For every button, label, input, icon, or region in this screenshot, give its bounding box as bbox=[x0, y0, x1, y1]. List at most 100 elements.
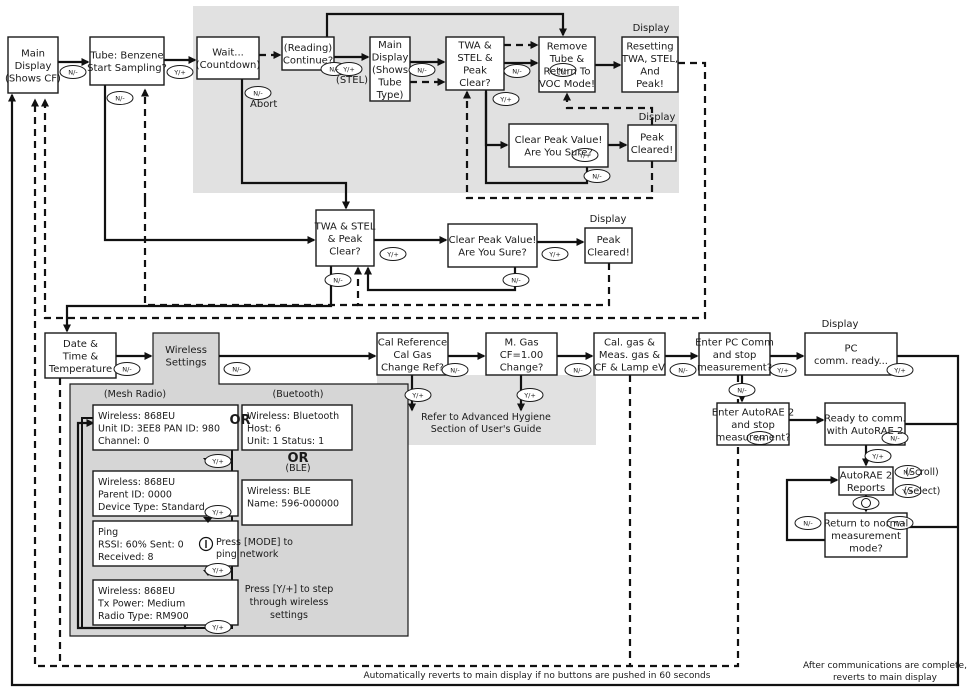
box-tube-benzene-text: Start Sampling? bbox=[87, 63, 167, 74]
box-main-display-tube-text: Display bbox=[372, 52, 409, 63]
no-button-icon bbox=[503, 64, 531, 78]
no-button-icon-label: N/- bbox=[678, 367, 688, 375]
box-cal-gas-meas bbox=[593, 332, 666, 376]
yes-button-icon-label: Y/+ bbox=[776, 367, 789, 375]
box-reading-continue-text: Continue? bbox=[283, 56, 333, 67]
box-main-display-text: (Shows CF) bbox=[5, 73, 61, 84]
arrow-reading-no-to-remove bbox=[325, 12, 567, 37]
wireless-panel-ble-text: Wireless: BLE bbox=[247, 486, 311, 497]
yes-button-icon-label: Y/+ bbox=[342, 66, 355, 74]
box-enter-pc-comm-text: Enter PC Comm bbox=[695, 337, 774, 348]
dashed-connector bbox=[143, 200, 358, 307]
box-main-display-text: Display bbox=[15, 61, 52, 72]
box-wait-countdown-text: (Countdown) bbox=[196, 60, 261, 71]
yes-button-icon bbox=[746, 431, 774, 445]
press-y-note: Press [Y/+] to step bbox=[245, 584, 334, 595]
box-enter-pc-comm bbox=[698, 332, 771, 376]
display-label: Display bbox=[590, 214, 627, 225]
press-y-note: settings bbox=[270, 610, 308, 621]
wireless-panel-bluetooth bbox=[241, 404, 353, 451]
box-pc-comm-ready-text: PC bbox=[844, 344, 857, 355]
yes-button-icon bbox=[492, 92, 520, 106]
yes-button-icon-label: Y/+ bbox=[211, 567, 224, 575]
no-button-icon bbox=[324, 273, 352, 287]
auto-revert-note: Automatically reverts to main display if… bbox=[364, 671, 711, 681]
no-button-icon-label: N/- bbox=[511, 277, 521, 285]
yes-button-icon-label: Y/+ bbox=[211, 509, 224, 517]
wireless-panel-mesh-4 bbox=[92, 579, 239, 626]
box-m-gas bbox=[485, 332, 558, 376]
no-button-icon bbox=[113, 362, 141, 376]
mesh-radio-label: (Mesh Radio) bbox=[104, 389, 166, 400]
or-label: OR bbox=[287, 451, 308, 466]
box-return-normal-text: measurement bbox=[831, 531, 901, 542]
yes-button-icon bbox=[894, 484, 922, 498]
wireless-panel-mesh-3 bbox=[92, 520, 239, 567]
box-return-normal bbox=[824, 512, 908, 558]
box-return-normal-text: mode? bbox=[849, 543, 883, 554]
box-main-display-tube-text: (Shows bbox=[372, 65, 408, 76]
box-date-time bbox=[44, 332, 117, 379]
box-return-normal-text: Return to normal bbox=[824, 518, 909, 529]
yes-button-icon-label: Y/+ bbox=[173, 69, 186, 77]
dashed-connector bbox=[630, 375, 740, 668]
no-button-icon-label: N/- bbox=[115, 95, 125, 103]
box-peak-cleared-mid-text: Peak bbox=[597, 235, 621, 246]
box-twa-stel-peak-clear-top-text: TWA & bbox=[457, 41, 491, 52]
box-twa-stel-peak-clear-top-text: STEL & bbox=[457, 53, 493, 64]
box-wireless-settings-text: Settings bbox=[165, 358, 206, 369]
select-label: (Select) bbox=[904, 486, 941, 497]
yes-button-icon-label: Y/+ bbox=[893, 520, 906, 528]
yes-button-icon-label: Y/+ bbox=[499, 96, 512, 104]
yes-button-icon bbox=[864, 449, 892, 463]
connector bbox=[785, 476, 839, 542]
yes-button-icon-label: Y/+ bbox=[211, 624, 224, 632]
wireless-panel-mesh-4-text: Tx Power: Medium bbox=[97, 599, 185, 610]
refer-note: Refer to Advanced Hygiene bbox=[421, 412, 551, 423]
box-remove-tube-text: Return To bbox=[544, 67, 591, 78]
yes-button-icon bbox=[204, 563, 232, 577]
dashed-connector bbox=[563, 92, 654, 125]
yes-button-icon-label: Y/+ bbox=[211, 458, 224, 466]
dashed-revert-bottom bbox=[31, 98, 632, 668]
connector bbox=[364, 266, 517, 292]
wireless-panel-mesh-3-text: Ping bbox=[98, 527, 118, 538]
yes-button-icon-label: Y/+ bbox=[871, 453, 884, 461]
box-twa-stel-peak-clear-mid-text: Clear? bbox=[329, 246, 360, 257]
yes-button-icon-label: Y/+ bbox=[386, 251, 399, 259]
wireless-panel-mesh-1-text: Wireless: 868EU bbox=[98, 411, 175, 422]
box-pc-comm-ready-text: comm. ready... bbox=[814, 356, 888, 367]
box-date-time-text: Temperature bbox=[48, 364, 112, 375]
yes-button-icon bbox=[516, 388, 544, 402]
yes-button-icon-label: Y/+ bbox=[578, 152, 591, 160]
no-button-icon bbox=[549, 63, 577, 77]
box-cal-reference-text: Cal Reference bbox=[378, 337, 447, 348]
yes-button-icon-label: Y/+ bbox=[411, 392, 424, 400]
box-peak-cleared-mid-text: Cleared! bbox=[587, 248, 629, 259]
no-button-icon-label: N/- bbox=[592, 173, 602, 181]
yes-button-icon-label: Y/+ bbox=[893, 367, 906, 375]
box-enter-pc-comm-text: measurement? bbox=[697, 362, 772, 373]
press-y-note: through wireless bbox=[250, 597, 329, 608]
no-button-icon-label: N/- bbox=[329, 66, 339, 74]
yes-button-icon bbox=[204, 454, 232, 468]
no-button-icon-label: N/- bbox=[417, 67, 427, 75]
no-button-icon-label: N/- bbox=[253, 90, 263, 98]
yes-button-icon-label: Y/+ bbox=[523, 392, 536, 400]
wireless-panel-mesh-4-text: Wireless: 868EU bbox=[98, 586, 175, 597]
wireless-panel-bluetooth-text: Unit: 1 Status: 1 bbox=[247, 436, 324, 447]
arrow-tube-no-to-twa bbox=[103, 85, 316, 244]
box-autorae-reports bbox=[838, 466, 894, 496]
box-tube-benzene-text: Tube: Benzene bbox=[89, 51, 163, 62]
box-date-time-text: Time & bbox=[62, 351, 99, 362]
box-twa-stel-peak-clear-top-text: Peak bbox=[463, 66, 487, 77]
box-twa-stel-peak-clear-mid-text: & Peak bbox=[328, 234, 363, 245]
wireless-panel-mesh-2-text: Parent ID: 0000 bbox=[98, 490, 172, 501]
no-button-icon bbox=[894, 465, 922, 479]
box-twa-stel-peak-clear-top bbox=[445, 36, 505, 91]
box-clear-peak-top-text: Clear Peak Value! bbox=[515, 135, 603, 146]
box-clear-peak-mid-text: Are You Sure? bbox=[458, 248, 527, 259]
display-label: Display bbox=[633, 23, 670, 34]
box-twa-stel-peak-clear-mid-text: TWA & STEL bbox=[314, 221, 376, 232]
